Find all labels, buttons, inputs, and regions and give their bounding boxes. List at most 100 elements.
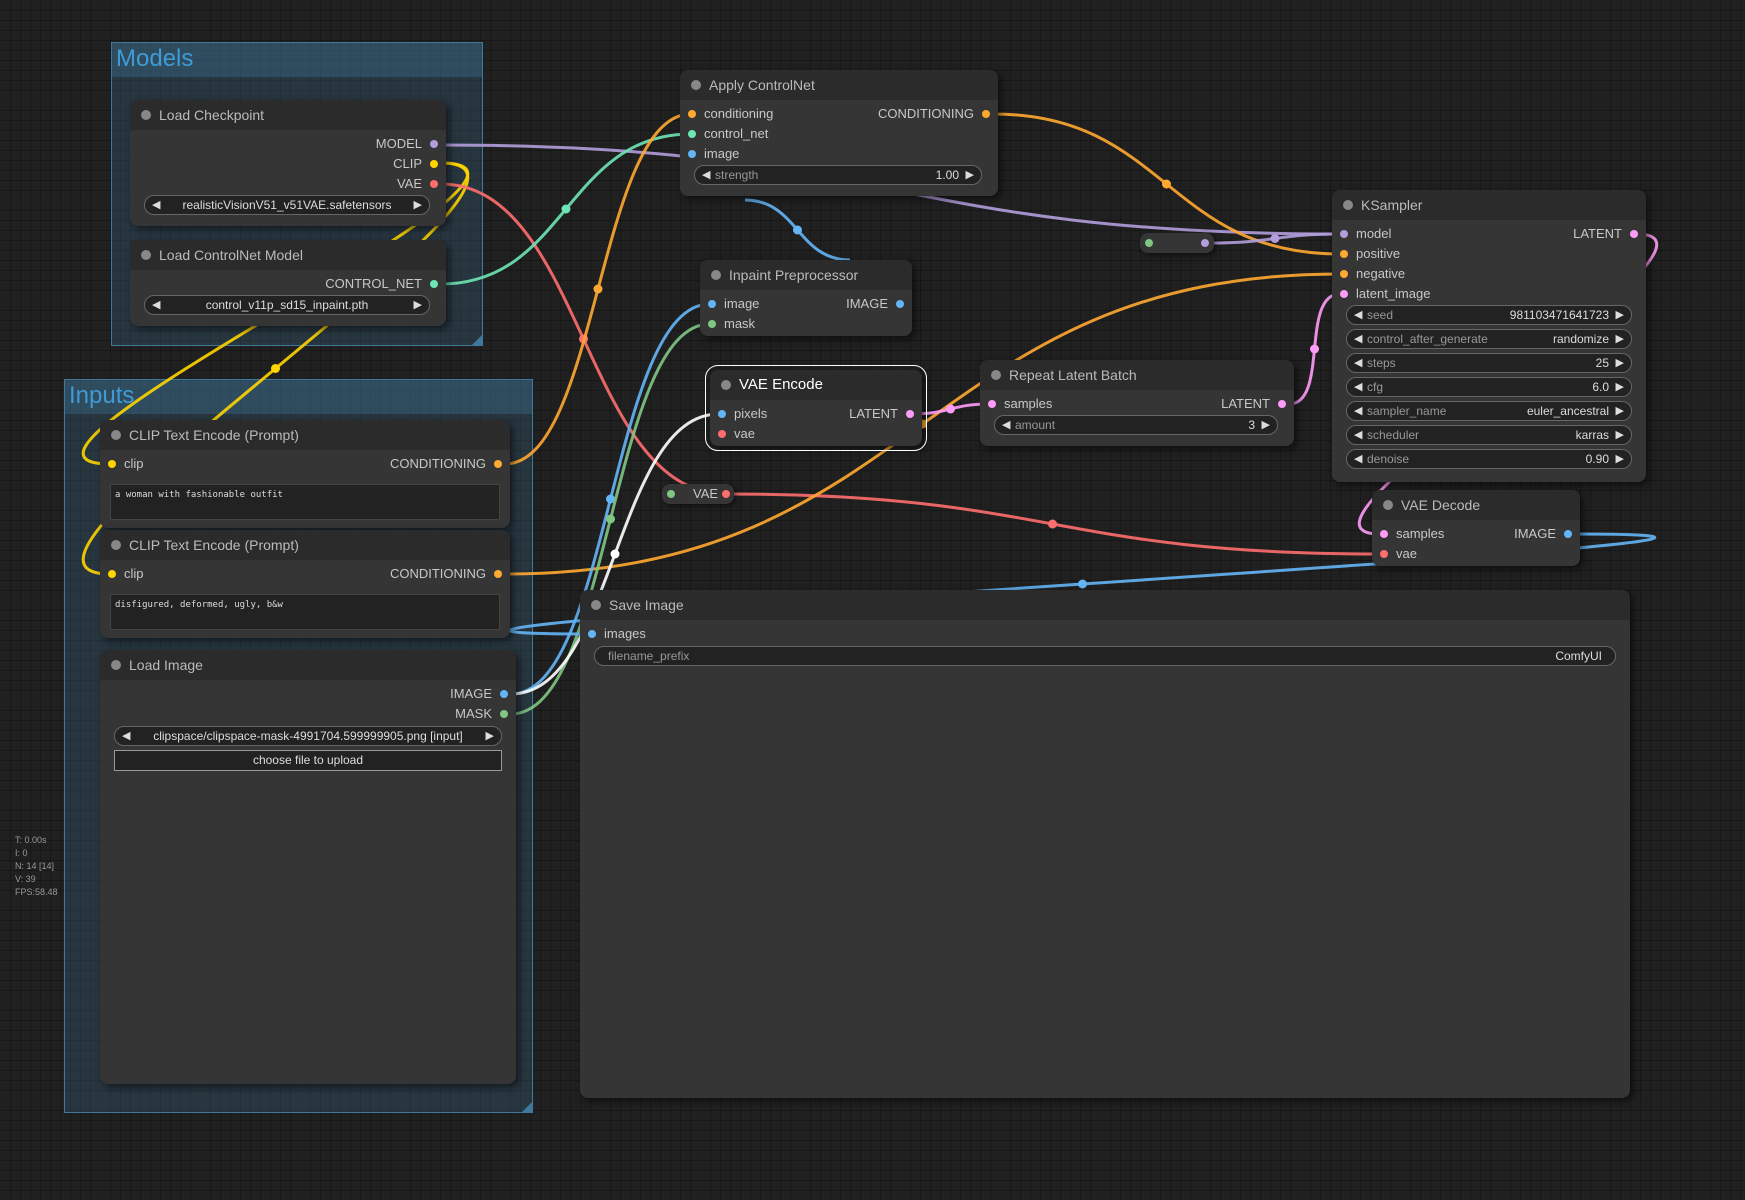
node-title[interactable]: Repeat Latent Batch (980, 360, 1294, 390)
node-title[interactable]: CLIP Text Encode (Prompt) (100, 420, 510, 450)
arrow-right-icon[interactable]: ▶ (1615, 357, 1624, 369)
prompt-textarea[interactable]: disfigured, deformed, ugly, b&w (110, 594, 500, 630)
node-load-controlnet[interactable]: Load ControlNet Model CONTROL_NET ◀ cont… (130, 240, 446, 326)
output-latent[interactable]: LATENT (1573, 224, 1638, 244)
output-latent[interactable]: LATENT (849, 404, 914, 424)
collapse-dot[interactable] (111, 540, 121, 550)
prompt-textarea[interactable]: a woman with fashionable outfit (110, 484, 500, 520)
collapse-dot[interactable] (691, 80, 701, 90)
input-clip[interactable]: clip (108, 564, 144, 584)
arrow-right-icon[interactable]: ▶ (1615, 381, 1624, 393)
output-pin[interactable] (500, 690, 508, 698)
arrow-right-icon[interactable]: ▶ (1261, 419, 1270, 431)
node-load-checkpoint[interactable]: Load Checkpoint MODEL CLIP VAE ◀ realist… (130, 100, 446, 226)
output-pin[interactable] (430, 180, 438, 188)
input-pin[interactable] (588, 630, 596, 638)
link-center-marker[interactable] (579, 334, 588, 344)
link-center-marker[interactable] (606, 494, 615, 504)
input-latent-image[interactable]: latent_image (1340, 284, 1430, 304)
widget-ckpt-name[interactable]: ◀ realisticVisionV51_v51VAE.safetensors … (144, 195, 430, 215)
arrow-right-icon[interactable]: ▶ (1615, 309, 1624, 321)
node-inpaint-preprocessor[interactable]: Inpaint Preprocessor image mask IMAGE (700, 260, 912, 336)
widget-sampler-name[interactable]: ◀ sampler_name euler_ancestral ▶ (1346, 401, 1632, 421)
link-center-marker[interactable] (1078, 579, 1087, 589)
arrow-left-icon[interactable]: ◀ (152, 299, 161, 311)
widget-scheduler[interactable]: ◀ scheduler karras ▶ (1346, 425, 1632, 445)
link-center-marker[interactable] (793, 225, 802, 235)
output-conditioning[interactable]: CONDITIONING (878, 104, 990, 124)
collapse-dot[interactable] (111, 430, 121, 440)
widget-steps[interactable]: ◀ steps 25 ▶ (1346, 353, 1632, 373)
node-repeat-latent-batch[interactable]: Repeat Latent Batch samples LATENT ◀ amo… (980, 360, 1294, 446)
arrow-right-icon[interactable]: ▶ (1615, 405, 1624, 417)
arrow-right-icon[interactable]: ▶ (965, 169, 974, 181)
widget-image[interactable]: ◀ clipspace/clipspace-mask-4991704.59999… (114, 726, 502, 746)
collapse-dot[interactable] (111, 660, 121, 670)
arrow-right-icon[interactable]: ▶ (1615, 333, 1624, 345)
input-negative[interactable]: negative (1340, 264, 1405, 284)
output-pin[interactable] (500, 710, 508, 718)
link-center-marker[interactable] (606, 514, 615, 524)
node-title[interactable]: CLIP Text Encode (Prompt) (100, 530, 510, 560)
arrow-left-icon[interactable]: ◀ (1354, 429, 1363, 441)
input-samples[interactable]: samples (988, 394, 1052, 414)
input-pin[interactable] (988, 400, 996, 408)
input-image[interactable]: image (708, 294, 759, 314)
output-mask[interactable]: MASK (455, 704, 508, 724)
input-pin[interactable] (1380, 550, 1388, 558)
node-ksampler[interactable]: KSampler model positive negative latent_… (1332, 190, 1646, 482)
widget-amount[interactable]: ◀ amount 3 ▶ (994, 415, 1278, 435)
collapse-dot[interactable] (141, 250, 151, 260)
input-pin[interactable] (718, 410, 726, 418)
output-pin[interactable] (896, 300, 904, 308)
arrow-left-icon[interactable]: ◀ (1354, 309, 1363, 321)
arrow-right-icon[interactable]: ▶ (1615, 453, 1624, 465)
input-pin[interactable] (1380, 530, 1388, 538)
input-pin[interactable] (1340, 230, 1348, 238)
node-vae-decode[interactable]: VAE Decode samples vae IMAGE (1372, 490, 1580, 566)
collapse-dot[interactable] (711, 270, 721, 280)
node-vae-encode[interactable]: VAE Encode pixels vae LATENT (705, 365, 927, 451)
arrow-left-icon[interactable]: ◀ (1354, 453, 1363, 465)
output-image[interactable]: IMAGE (450, 684, 508, 704)
link-center-marker[interactable] (1162, 179, 1171, 189)
input-control-net[interactable]: control_net (688, 124, 768, 144)
link-center-marker[interactable] (1270, 234, 1280, 243)
input-pin[interactable] (108, 570, 116, 578)
widget-strength[interactable]: ◀ strength 1.00 ▶ (694, 165, 982, 185)
output-pin[interactable] (1278, 400, 1286, 408)
arrow-left-icon[interactable]: ◀ (702, 169, 711, 181)
output-pin[interactable] (430, 140, 438, 148)
arrow-right-icon[interactable]: ▶ (413, 299, 422, 311)
widget-filename-prefix[interactable]: filename_prefix ComfyUI (594, 646, 1616, 666)
input-samples[interactable]: samples (1380, 524, 1444, 544)
output-pin[interactable] (1201, 239, 1209, 247)
collapse-dot[interactable] (1383, 500, 1393, 510)
arrow-right-icon[interactable]: ▶ (485, 730, 494, 742)
widget-denoise[interactable]: ◀ denoise 0.90 ▶ (1346, 449, 1632, 469)
link-center-marker[interactable] (946, 404, 955, 414)
arrow-left-icon[interactable]: ◀ (1354, 357, 1363, 369)
node-title[interactable]: Save Image (580, 590, 1630, 620)
arrow-left-icon[interactable]: ◀ (1354, 405, 1363, 417)
node-title[interactable]: KSampler (1332, 190, 1646, 220)
input-conditioning[interactable]: conditioning (688, 104, 773, 124)
node-title[interactable]: Load Checkpoint (130, 100, 446, 130)
collapse-dot[interactable] (591, 600, 601, 610)
output-pin[interactable] (430, 280, 438, 288)
output-latent[interactable]: LATENT (1221, 394, 1286, 414)
input-pin[interactable] (708, 320, 716, 328)
output-control-net[interactable]: CONTROL_NET (325, 274, 438, 294)
input-pin[interactable] (708, 300, 716, 308)
input-model[interactable]: model (1340, 224, 1391, 244)
collapse-dot[interactable] (1343, 200, 1353, 210)
widget-control-net-name[interactable]: ◀ control_v11p_sd15_inpaint.pth ▶ (144, 295, 430, 315)
node-title[interactable]: VAE Encode (710, 370, 922, 400)
input-vae[interactable]: vae (1380, 544, 1417, 564)
arrow-left-icon[interactable]: ◀ (1354, 381, 1363, 393)
input-pin[interactable] (1340, 290, 1348, 298)
reroute-vae[interactable]: VAE (662, 484, 734, 504)
output-pin[interactable] (430, 160, 438, 168)
input-pin[interactable] (718, 430, 726, 438)
input-pin[interactable] (1340, 250, 1348, 258)
